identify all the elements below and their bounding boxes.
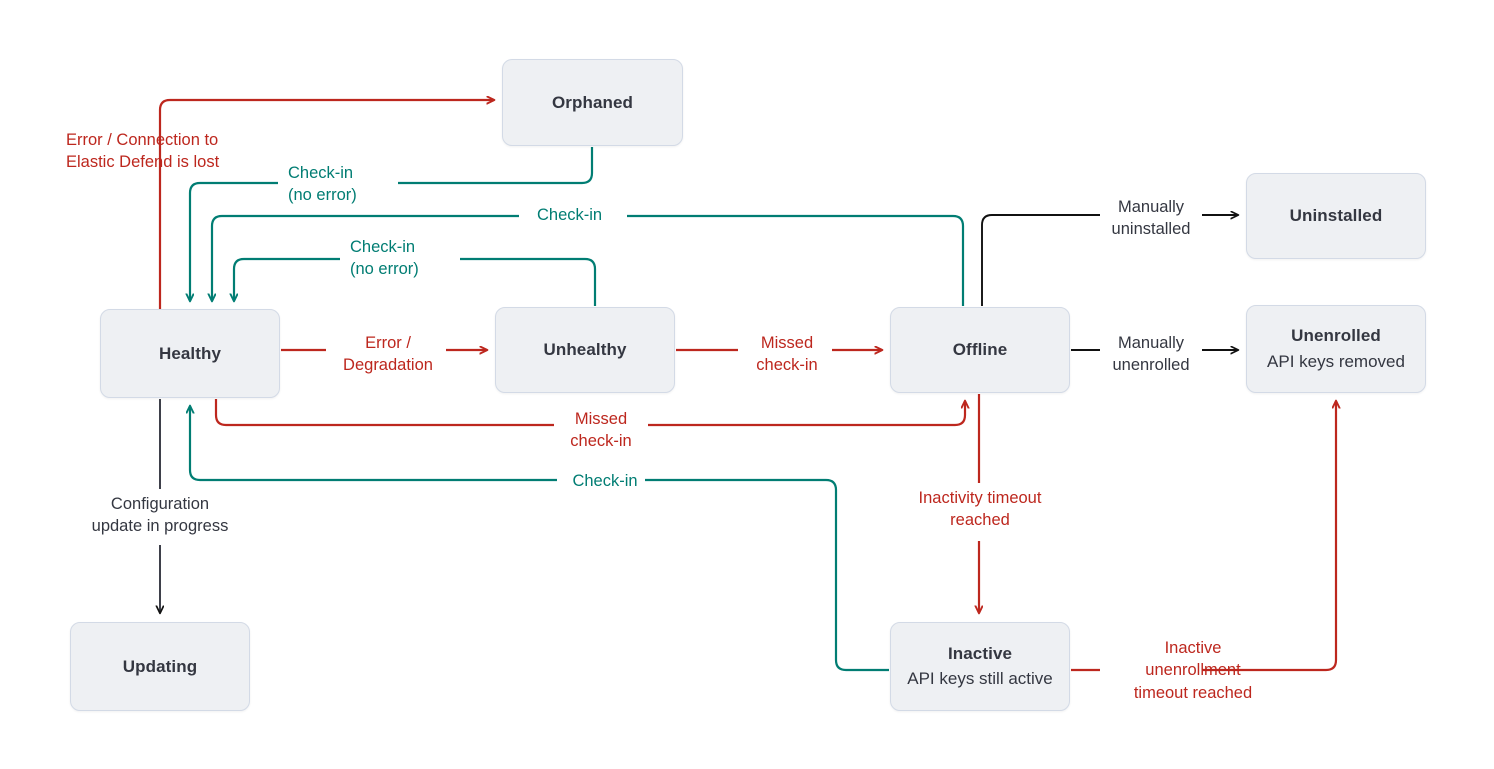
node-uninstalled-title: Uninstalled [1289, 206, 1383, 226]
edge-inactive-to-unenrolled [1071, 401, 1336, 672]
edge-orphaned-to-healthy [190, 147, 594, 301]
label-inactivity-timeout: Inactivity timeout reached [918, 489, 1042, 530]
label-config-update: Configuration update in progress [91, 495, 229, 536]
label-missed-checkin-healthy: Missed check-in [570, 410, 632, 451]
edge-healthy-to-orphaned [158, 100, 494, 310]
node-offline[interactable]: Offline [890, 307, 1070, 393]
edge-unhealthy-to-healthy [234, 257, 597, 306]
node-updating[interactable]: Updating [70, 622, 250, 711]
node-orphaned-title: Orphaned [551, 92, 634, 112]
node-unhealthy-title: Unhealthy [543, 340, 627, 360]
label-error-degradation: Error / Degradation [343, 334, 433, 375]
node-updating-title: Updating [122, 656, 198, 676]
node-uninstalled[interactable]: Uninstalled [1246, 173, 1426, 259]
label-checkin-no-error-mid: Check-in (no error) [350, 238, 419, 279]
label-checkin-no-error-top: Check-in (no error) [288, 164, 357, 205]
node-inactive[interactable]: Inactive API keys still active [890, 622, 1070, 711]
label-manually-uninstalled: Manually uninstalled [1111, 198, 1191, 239]
node-unenrolled[interactable]: Unenrolled API keys removed [1246, 305, 1426, 393]
node-healthy[interactable]: Healthy [100, 309, 280, 398]
edge-offline-to-uninstalled [981, 215, 1238, 306]
label-manually-unenrolled: Manually unenrolled [1112, 334, 1190, 375]
label-inactive-unenroll-timeout: Inactive unenrollment timeout reached [1133, 639, 1253, 702]
label-error-connection-lost: Error / Connection to Elastic Defend is … [66, 131, 220, 172]
node-inactive-title: Inactive [947, 643, 1013, 663]
node-healthy-title: Healthy [158, 343, 222, 363]
node-unhealthy[interactable]: Unhealthy [495, 307, 675, 393]
label-checkin-inactive: Check-in [572, 472, 638, 490]
edge-healthy-to-offline [214, 399, 965, 427]
edge-inactive-to-healthy [190, 406, 889, 672]
label-checkin-offline-healthy: Check-in [537, 206, 603, 224]
node-unenrolled-title: Unenrolled [1291, 326, 1381, 346]
edge-offline-to-healthy [212, 214, 965, 306]
label-missed-checkin-unhealthy: Missed check-in [756, 334, 818, 375]
node-unenrolled-subtitle: API keys removed [1267, 351, 1405, 371]
node-offline-title: Offline [952, 340, 1008, 360]
node-inactive-subtitle: API keys still active [907, 669, 1053, 689]
node-orphaned[interactable]: Orphaned [502, 59, 683, 146]
